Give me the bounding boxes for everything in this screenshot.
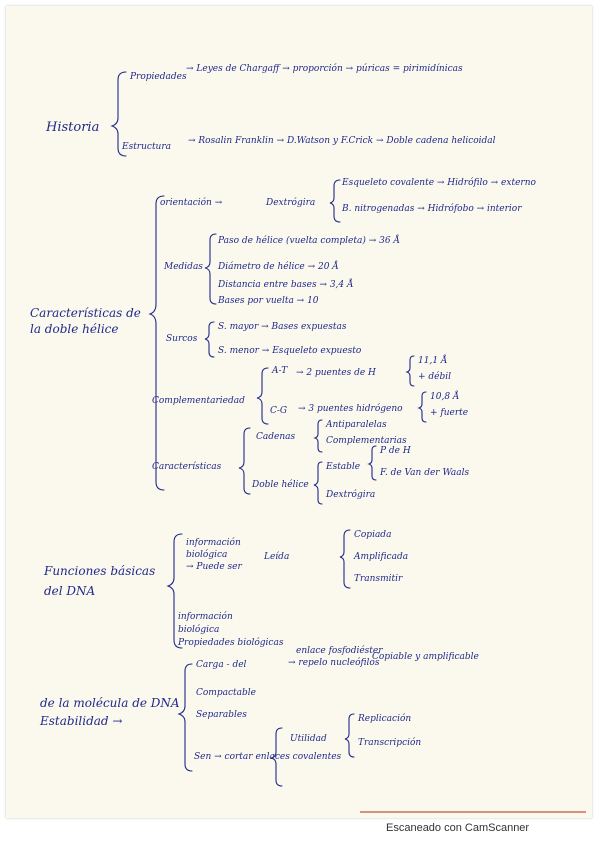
note-repelo: Copiable y amplificable [372, 652, 479, 662]
note-at-d1: 11,1 Å [418, 356, 448, 366]
note-at: A-T [272, 366, 288, 376]
note-at-d2: + débil [418, 372, 452, 382]
note-bases-vuelta: Bases por vuelta → 10 [218, 296, 319, 306]
note-propiedades-title: de la molécula de DNA [40, 696, 180, 710]
note-surcos: Surcos [166, 334, 198, 344]
camscanner-watermark: Escaneado con CamScanner [386, 822, 530, 834]
note-leida: Copiada [354, 530, 392, 540]
note-estable: Estable [326, 462, 361, 472]
note-complementariedad: Complementariedad [152, 396, 245, 406]
note-carga: enlace fosfodiéster [296, 646, 383, 656]
note-cadenas: Cadenas [256, 432, 296, 442]
note-funciones-title-2: del DNA [44, 584, 96, 598]
note-separables: Sen → cortar enlaces covalentes [194, 752, 342, 762]
note-caracteristicas-title-2: la doble hélice [30, 322, 119, 336]
note-propiedades-title-2: Estabilidad → [40, 714, 123, 728]
note-cg: C-G [270, 406, 288, 416]
note-transcripcion: Transcripción [358, 738, 422, 748]
note-funciones-title: Funciones básicas [44, 564, 156, 578]
note-transmitir: información [178, 612, 233, 622]
note-almacenar: información [186, 538, 241, 548]
note-historia: Historia [46, 120, 100, 135]
notebook-sheet [6, 6, 592, 818]
note-pdeh: P de H [380, 446, 411, 456]
note-caracteristicas-title: Características de [30, 306, 141, 320]
note-cg-d1: 10,8 Å [430, 392, 460, 402]
note-estructura: Estructura [122, 142, 172, 152]
note-copiable: Compactable [196, 688, 256, 698]
note-transmitir-3: Propiedades biológicas [178, 638, 284, 648]
note-vanderwaals: F. de Van der Waals [380, 468, 470, 478]
note-medidas: Medidas [164, 262, 203, 272]
note-diametro: Diámetro de hélice → 20 Å [218, 262, 339, 272]
note-amplificada: Transmitir [354, 574, 403, 584]
note-puede-ser: Leída [264, 552, 290, 562]
note-transmitir-2: biológica [178, 625, 220, 635]
note-distancia: Distancia entre bases → 3,4 Å [218, 280, 354, 290]
note-bases-nitrogenadas: B. nitrogenadas → Hidrófobo → interior [342, 204, 522, 214]
note-compactable: Separables [196, 710, 247, 720]
note-dextrogira-2: Dextrógira [326, 490, 376, 500]
note-caracteristicas: Características [152, 462, 222, 472]
note-almacenar-2: biológica [186, 550, 228, 560]
note-antiparalelas: Antiparalelas [326, 420, 387, 430]
note-copiada: Amplificada [354, 552, 409, 562]
note-chargaff: → Leyes de Chargaff → proporción → púric… [186, 64, 463, 74]
note-cg-d2: + fuerte [430, 408, 469, 418]
note-complementarias: Complementarias [326, 436, 407, 446]
note-estabilidad: Carga - del [196, 660, 247, 670]
note-estructura-line: → Rosalin Franklin → D.Watson y F.Crick … [188, 136, 496, 146]
note-dextrogira-1: Dextrógira [266, 198, 316, 208]
note-carga-2: → repelo nucleófilos [288, 658, 380, 668]
note-cg-line: → 3 puentes hidrógeno [298, 404, 403, 414]
note-esqueleto: Esqueleto covalente → Hidrófilo → extern… [342, 178, 536, 188]
note-replicacion: Replicación [358, 714, 412, 724]
note-propiedades: Propiedades [130, 72, 187, 82]
note-doble-helice: Doble hélice [252, 480, 309, 490]
note-orientacion: orientación → [160, 198, 223, 208]
note-s-menor: S. menor → Esqueleto expuesto [218, 346, 362, 356]
note-utilidad: Utilidad [290, 734, 327, 744]
note-almacenar-3: → Puede ser [186, 562, 242, 572]
note-s-mayor: S. mayor → Bases expuestas [218, 322, 347, 332]
note-at-line: → 2 puentes de H [296, 368, 376, 378]
note-paso-helice: Paso de hélice (vuelta completa) → 36 Å [218, 236, 400, 246]
